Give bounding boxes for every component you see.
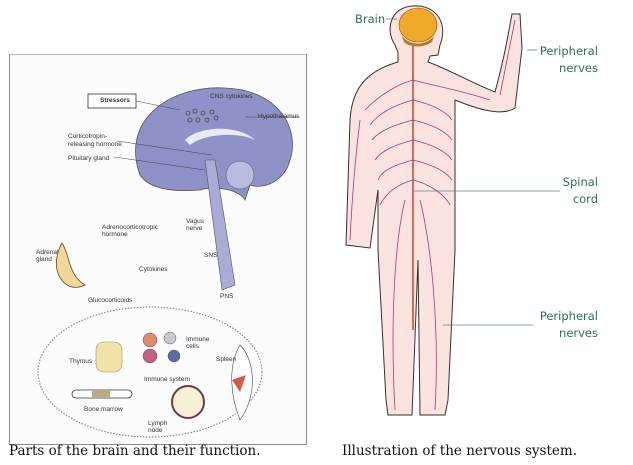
stressors-label: Stressors bbox=[100, 97, 130, 104]
adrenal-gland bbox=[55, 242, 86, 288]
left-figure-caption: Parts of the brain and their function. bbox=[9, 443, 261, 459]
immune-cells-label-2: cells bbox=[186, 343, 200, 350]
immune-cells-label-1: Immune bbox=[186, 336, 210, 343]
lymph-node-label-1: Lymph bbox=[148, 420, 168, 427]
human-body-outline bbox=[345, 5, 523, 416]
hypothalamus-label: Hypothalamus bbox=[258, 113, 300, 120]
brain-label: Brain bbox=[355, 12, 386, 26]
spleen bbox=[231, 344, 253, 421]
cytokines-label: Cytokines bbox=[139, 266, 168, 273]
peripheral-bottom-label-2: nerves bbox=[559, 326, 598, 340]
vagus-label-1: Vagus bbox=[186, 218, 204, 225]
immune-system-ellipse bbox=[37, 306, 263, 438]
vagus-label-2: nerve bbox=[186, 225, 203, 232]
lymph-node-label-2: node bbox=[148, 427, 163, 434]
bone bbox=[71, 389, 133, 399]
peripheral-top-label-2: nerves bbox=[559, 61, 598, 75]
thymus-label: Thymus bbox=[69, 358, 93, 365]
crh-label-2: releasing hormone bbox=[68, 141, 122, 148]
crh-label-1: Corticotropin- bbox=[68, 133, 108, 140]
spinal-cord-label-1: Spinal bbox=[562, 175, 598, 189]
label-leader-lines bbox=[386, 18, 560, 326]
cns-cytokines-label: CNS cytokines bbox=[210, 93, 253, 100]
bone-marrow-label: Bone marrow bbox=[84, 406, 123, 413]
adrenal-label-2: gland bbox=[36, 256, 52, 263]
peripheral-nerves bbox=[349, 19, 516, 411]
immune-system-label: Immune system bbox=[144, 376, 190, 383]
lymph-node bbox=[171, 385, 205, 419]
acth-label-2: hormone bbox=[102, 231, 128, 238]
peripheral-top-label-1: Peripheral bbox=[539, 44, 598, 58]
cns-cytokine-dots bbox=[185, 108, 219, 123]
peripheral-bottom-label-1: Peripheral bbox=[539, 309, 598, 323]
glucocorticoids-label: Glucocorticoids bbox=[88, 297, 133, 304]
spleen-label: Spleen bbox=[216, 356, 237, 363]
left-leader-lines bbox=[113, 100, 298, 171]
brain-orange bbox=[398, 7, 438, 47]
acth-label-1: Adrenocorticotropic bbox=[102, 224, 158, 231]
spinal-cord-label-2: cord bbox=[572, 192, 598, 206]
immune-cells bbox=[142, 331, 181, 364]
sns-label: SNS bbox=[204, 252, 218, 259]
adrenal-label-1: Adrenal bbox=[36, 249, 59, 256]
brain-illustration bbox=[87, 87, 293, 291]
thymus bbox=[95, 341, 123, 373]
right-figure-caption: Illustration of the nervous system. bbox=[342, 443, 577, 459]
pns-label: PNS bbox=[220, 293, 234, 300]
pituitary-label: Pituitary gland bbox=[68, 155, 110, 162]
